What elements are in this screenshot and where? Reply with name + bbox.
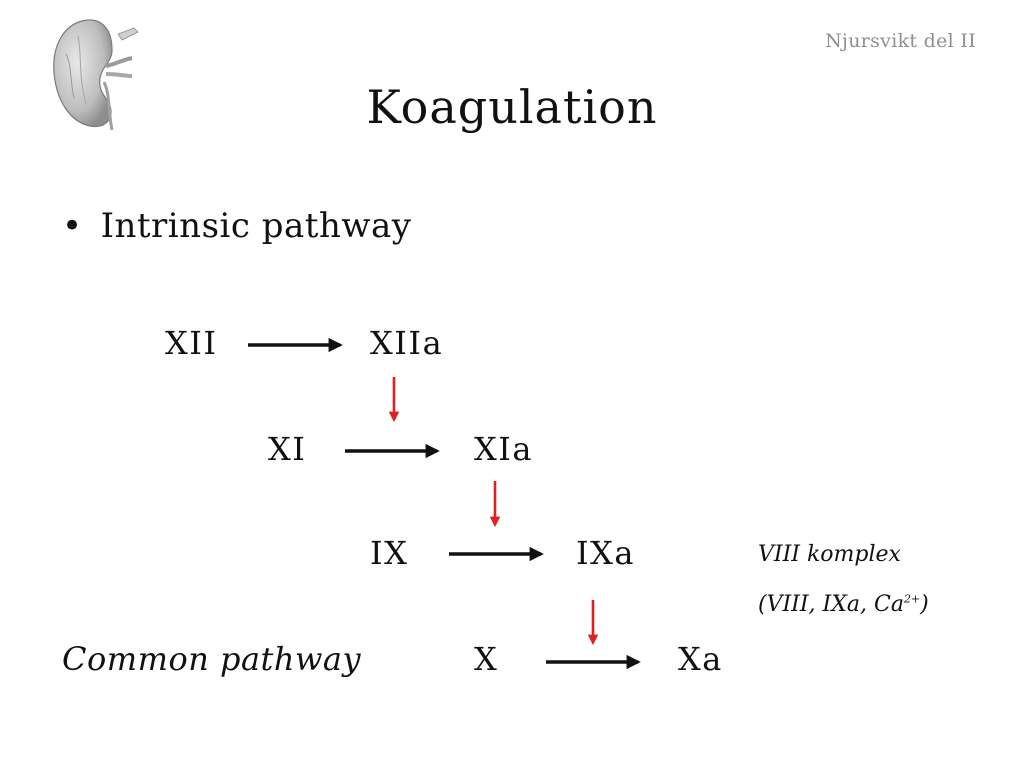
common-pathway-label: Common pathway — [62, 640, 362, 678]
annotation-complex-components: (VIII, IXa, Ca2+) — [758, 592, 929, 617]
factor-x: X — [474, 640, 499, 678]
header-tag: Njursvikt del II — [825, 30, 976, 52]
annotation-suffix: ) — [920, 592, 929, 617]
kidney-logo-icon — [48, 14, 143, 136]
annotation-superscript: 2+ — [903, 592, 921, 606]
bullet-item: • Intrinsic pathway — [62, 206, 411, 246]
slide-title: Koagulation — [366, 80, 658, 134]
bullet-dot-icon: • — [62, 206, 83, 246]
bullet-text: Intrinsic pathway — [100, 206, 412, 246]
factor-ix: IX — [370, 534, 409, 572]
annotation-viii-komplex: VIII komplex — [758, 542, 901, 567]
factor-xa: Xa — [678, 640, 723, 678]
factor-xiia: XIIa — [370, 324, 444, 362]
factor-xia: XIa — [474, 430, 533, 468]
factor-xii: XII — [165, 324, 218, 362]
factor-xi: XI — [268, 430, 307, 468]
annotation-prefix: (VIII, IXa, Ca — [758, 592, 904, 617]
factor-ixa: IXa — [576, 534, 635, 572]
